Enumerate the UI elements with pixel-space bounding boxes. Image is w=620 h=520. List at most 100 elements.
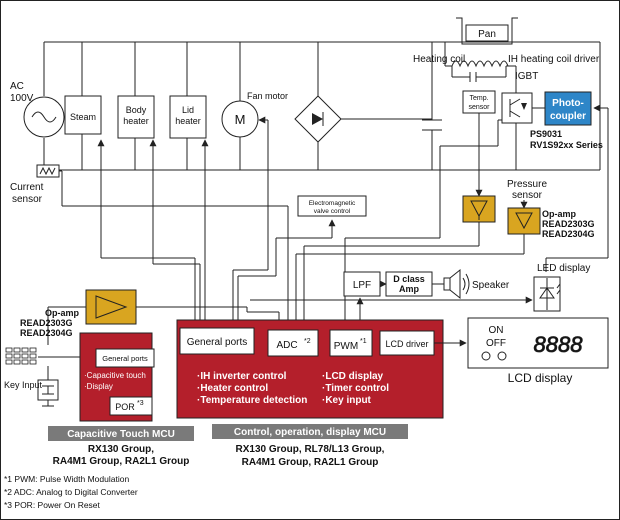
ctrl-func-3: ·Temperature detection: [197, 395, 307, 406]
opamp-pressure: Op-amp READ2303G READ2304G: [292, 207, 595, 327]
valve-label-1: Electromagnetic: [309, 200, 356, 207]
note-por: *3 POR: Power On Reset: [4, 500, 101, 510]
lcd-on-label: ON: [489, 325, 504, 336]
igbt-label: IGBT: [515, 71, 538, 82]
lid-heater-label-1: Lid: [182, 105, 194, 115]
pressure-sensor-label-2: sensor: [512, 190, 543, 201]
ctrl-adc: ADC: [276, 340, 297, 351]
photocoupler: Photo- coupler PS9031 RV1S92xx Series: [530, 91, 608, 150]
keypad-key: [5, 359, 13, 365]
lcd-display-label: LCD display: [508, 371, 573, 385]
pan-label: Pan: [478, 29, 496, 40]
temp-sensor: Temp. sensor: [462, 90, 496, 197]
keypad-key: [5, 353, 13, 359]
lcd-digits: 8888: [534, 332, 584, 357]
ctrl-mcu-groups-1: RX130 Group, RL78/L13 Group,: [236, 444, 385, 455]
note-adc: *2 ADC: Analog to Digital Converter: [4, 487, 138, 497]
amp-label-1: D class: [393, 274, 425, 284]
pressure-sensor: Pressure sensor: [507, 179, 547, 209]
keypad-key: [29, 347, 37, 353]
current-sensor-label-1: Current: [10, 182, 44, 193]
coil-driver-label: IH heating coil driver: [508, 54, 600, 65]
cap-func-1: ·Capacitive touch: [84, 371, 146, 380]
ctrl-func-4: ·LCD display: [322, 371, 384, 382]
led-display-label: LED display: [537, 263, 590, 274]
steam-label: Steam: [70, 112, 96, 122]
ctrl-pwm: PWM: [334, 341, 358, 352]
opamp-left-label-1: Op-amp: [45, 308, 80, 318]
valve-control: Electromagnetic valve control: [276, 195, 367, 239]
igbt: [501, 92, 545, 170]
capacitive-touch-mcu: General ports ·Capacitive touch ·Display…: [48, 332, 194, 467]
ctrl-pwm-note: *1: [360, 338, 367, 345]
opamp-right-label-1: Op-amp: [542, 209, 577, 219]
load-lid-heater: Lid heater: [169, 95, 207, 139]
ac-label-1: AC: [10, 81, 24, 92]
keypad-key: [29, 353, 37, 359]
keypad-key: [13, 359, 21, 365]
keypad-key: [29, 359, 37, 365]
opamp-left-label-2: READ2303G: [20, 318, 73, 328]
port-wires: [59, 108, 609, 330]
speaker-label: Speaker: [472, 280, 510, 291]
ctrl-func-5: ·Timer control: [322, 383, 389, 394]
lcd-off-label: OFF: [486, 338, 506, 349]
ctrl-general-ports: General ports: [187, 337, 248, 348]
keypad-key: [13, 353, 21, 359]
ctrl-lcd-driver: LCD driver: [385, 339, 428, 349]
temp-sensor-label-1: Temp.: [469, 95, 488, 102]
body-heater-label-1: Body: [126, 105, 147, 115]
cap-general-ports: General ports: [102, 354, 148, 363]
ctrl-adc-note: *2: [304, 338, 311, 345]
lid-heater-label-2: heater: [175, 116, 201, 126]
temp-sensor-label-2: sensor: [468, 104, 490, 111]
pressure-sensor-label-1: Pressure: [507, 179, 547, 190]
current-sensor-label-2: sensor: [12, 194, 43, 205]
key-input-label: Key Input: [4, 380, 43, 390]
body-heater-label-2: heater: [123, 116, 149, 126]
lcd-button-left: [481, 351, 491, 361]
ctrl-func-1: ·IH inverter control: [197, 371, 287, 382]
photocoupler-part-1: PS9031: [530, 129, 562, 139]
cap-mcu-groups-2: RA4M1 Group, RA2L1 Group: [53, 456, 190, 467]
ctrl-func-6: ·Key input: [322, 395, 372, 406]
photocoupler-label-2: coupler: [550, 111, 586, 122]
bridge-rectifier: [294, 95, 432, 143]
load-fan-motor: M Fan motor: [221, 91, 288, 138]
control-mcu: General ports ADC *2 PWM *1 LCD driver ·…: [176, 319, 444, 468]
keypad-key: [13, 347, 21, 353]
opamp-left: Op-amp READ2303G READ2304G: [20, 289, 283, 345]
opamp-temp: [300, 195, 496, 327]
key-input: Key Input: [4, 347, 89, 407]
cap-por: POR: [115, 402, 135, 412]
ctrl-func-2: ·Heater control: [197, 383, 268, 394]
heating-coil-label: Heating coil: [413, 54, 465, 65]
pan-and-coil: Pan Heating coil IH heating coil driver …: [413, 17, 600, 93]
cap-func-2: ·Display: [84, 382, 113, 391]
ctrl-mcu-title: Control, operation, display MCU: [234, 427, 386, 438]
load-steam: Steam: [64, 95, 102, 135]
photocoupler-label-1: Photo-: [552, 98, 584, 109]
led-display: LED display: [250, 263, 590, 312]
keypad-key: [5, 347, 13, 353]
lcd-display: ON OFF 8888 LCD display: [434, 317, 609, 385]
cap-mcu-title: Capacitive Touch MCU: [67, 429, 175, 440]
opamp-right-label-2: READ2303G: [542, 219, 595, 229]
keypad-key: [21, 347, 29, 353]
load-body-heater: Body heater: [117, 95, 155, 139]
keypad-key: [21, 359, 29, 365]
fan-motor-label: Fan motor: [247, 91, 288, 101]
valve-label-2: valve control: [314, 208, 351, 215]
footnotes: *1 PWM: Pulse Width Modulation *2 ADC: A…: [4, 474, 138, 510]
ctrl-mcu-groups-2: RA4M1 Group, RA2L1 Group: [242, 457, 379, 468]
power-rails: [43, 41, 601, 171]
cap-por-note: *3: [137, 400, 144, 407]
keypad-grid: [5, 347, 37, 365]
current-sensor: Current sensor: [10, 164, 60, 205]
ac-label-2: 100V: [10, 93, 34, 104]
photocoupler-part-2: RV1S92xx Series: [530, 140, 603, 150]
fan-motor-symbol: M: [235, 112, 246, 127]
ac-source: AC 100V: [10, 81, 65, 138]
audio-chain: LPF D class Amp Speaker: [343, 268, 510, 300]
